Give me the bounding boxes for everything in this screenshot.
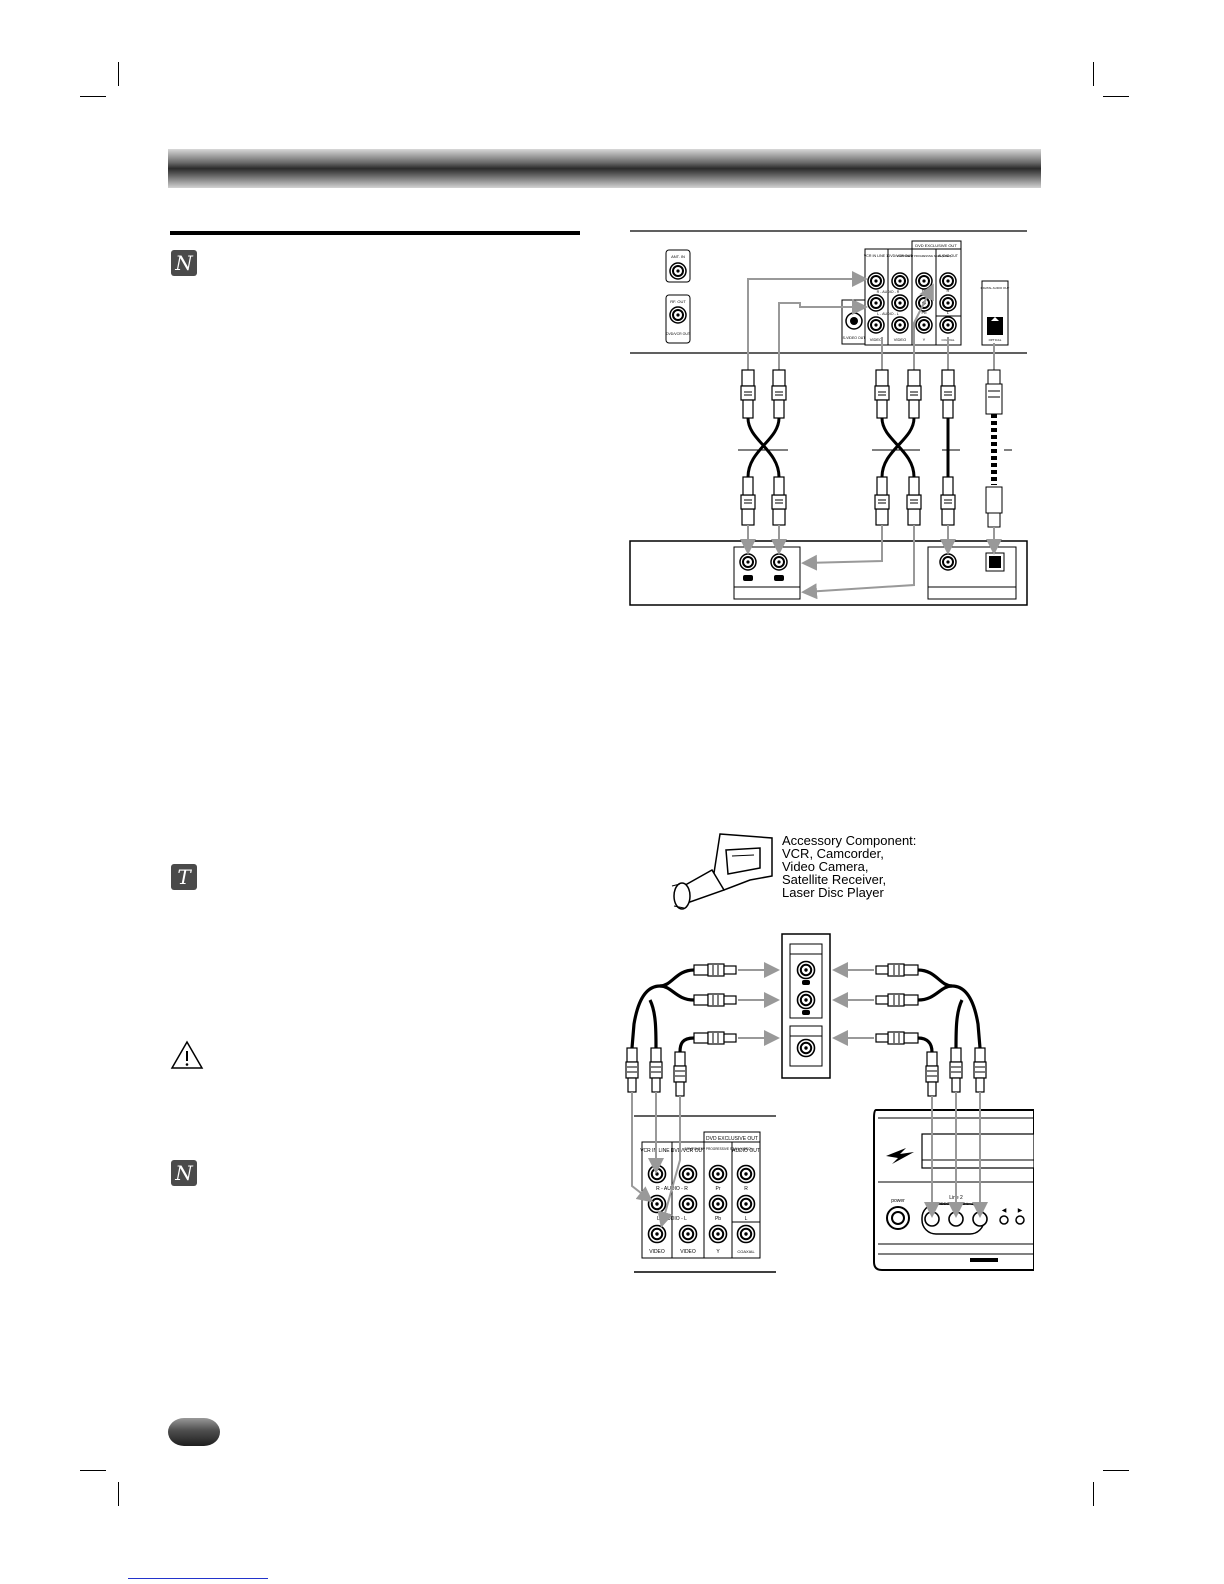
vcr-in-label: VCR IN LINE 1 <box>864 254 888 258</box>
crop-mark <box>1103 1470 1129 1471</box>
pb-label: Pb <box>715 1216 721 1222</box>
crop-mark <box>1103 96 1129 97</box>
audio-out-label: AUDIO OUT <box>732 1148 760 1154</box>
vcr-in-label: VCR IN LINE 1 <box>640 1148 674 1154</box>
y-label: Y <box>716 1249 720 1255</box>
r-label: R <box>744 1186 748 1192</box>
video-label: VIDEO <box>894 337 906 342</box>
accessory-connection-diagram: DVD EXCLUSIVE OUT VCR IN LINE 1 DVD/VCR … <box>625 933 1034 1273</box>
r-label: R <box>947 288 950 293</box>
tip-icon-letter: T <box>177 865 191 889</box>
audio-out-label: AUDIO OUT <box>938 254 959 258</box>
note-icon-letter: N <box>175 1161 193 1185</box>
pr-label: Pr <box>922 288 927 293</box>
accessory-line: Accessory Component: <box>782 833 917 848</box>
crop-mark <box>118 1482 119 1506</box>
accessory-line: Laser Disc Player <box>782 885 884 900</box>
crop-mark <box>1093 62 1094 86</box>
l-audio-l-label: L - AUDIO - L <box>657 1216 687 1222</box>
rewind-icon: ◀ <box>1002 1208 1007 1214</box>
accessory-line: Video Camera, <box>782 859 869 874</box>
optical-label: OPTICAL <box>989 338 1002 342</box>
play-icon: ▶ <box>1018 1208 1023 1214</box>
camcorder-illustration <box>671 833 773 910</box>
accessory-caption: Accessory Component: VCR, Camcorder, Vid… <box>782 834 916 899</box>
note-icon-letter: N <box>175 251 193 275</box>
video-label: VIDEO <box>649 1249 665 1255</box>
rf-out-label: RF. OUT <box>670 299 686 304</box>
crop-mark <box>1093 1482 1094 1506</box>
dvd-exclusive-out-label: DVD EXCLUSIVE OUT <box>706 1136 758 1142</box>
footer-link-underline <box>128 1578 268 1579</box>
note-icon: N <box>171 1160 197 1186</box>
power-label: power <box>891 1198 905 1204</box>
tip-icon: T <box>171 864 197 890</box>
l-label: L <box>745 1216 748 1222</box>
rf-out-sublabel: DVD/VCR OUT <box>666 332 691 336</box>
l-audio-l-label: L - AUDIO - L <box>877 312 898 316</box>
crop-mark <box>118 62 119 86</box>
coaxial-label: COAXIAL <box>737 1249 755 1254</box>
dvd-exclusive-out-label: DVD EXCLUSIVE OUT <box>915 243 957 248</box>
video-label: VIDEO <box>870 337 882 342</box>
dvd-vcr-out-label: DVD/VCR OUT <box>671 1148 705 1154</box>
s-video-out-label: S-VIDEO OUT <box>843 336 867 340</box>
accessory-line: VCR, Camcorder, <box>782 846 884 861</box>
r-audio-r-label: R - AUDIO - R <box>877 290 900 294</box>
pb-label: Pb <box>922 310 928 315</box>
rear-panel-connection-diagram: ANT. IN RF. OUT DVD/VCR OUT S-VIDEO OUT … <box>629 230 1028 606</box>
dvd-vcr-out-label: DVD/VCR OUT <box>888 254 914 258</box>
component-label: COMPONENT PROGRESSIVE SCAN (VIDEO) <box>684 1147 751 1151</box>
component-label: COMPONENT PROGRESSIVE SCAN (VIDEO) <box>897 254 952 258</box>
section-rule <box>170 231 580 235</box>
header-bar <box>168 149 1041 188</box>
digital-audio-out-label: DIGITAL AUDIO OUT <box>981 286 1010 290</box>
note-icon: N <box>171 250 197 276</box>
warning-icon <box>170 1040 204 1069</box>
pr-label: Pr <box>716 1186 721 1192</box>
video-label: VIDEO <box>680 1249 696 1255</box>
page-number-tab <box>168 1418 220 1446</box>
accessory-line: Satellite Receiver, <box>782 872 887 887</box>
y-label: Y <box>923 337 926 342</box>
crop-mark <box>80 96 106 97</box>
l-label: L <box>947 310 950 315</box>
crop-mark <box>80 1470 106 1471</box>
ant-in-label: ANT. IN <box>671 254 685 259</box>
